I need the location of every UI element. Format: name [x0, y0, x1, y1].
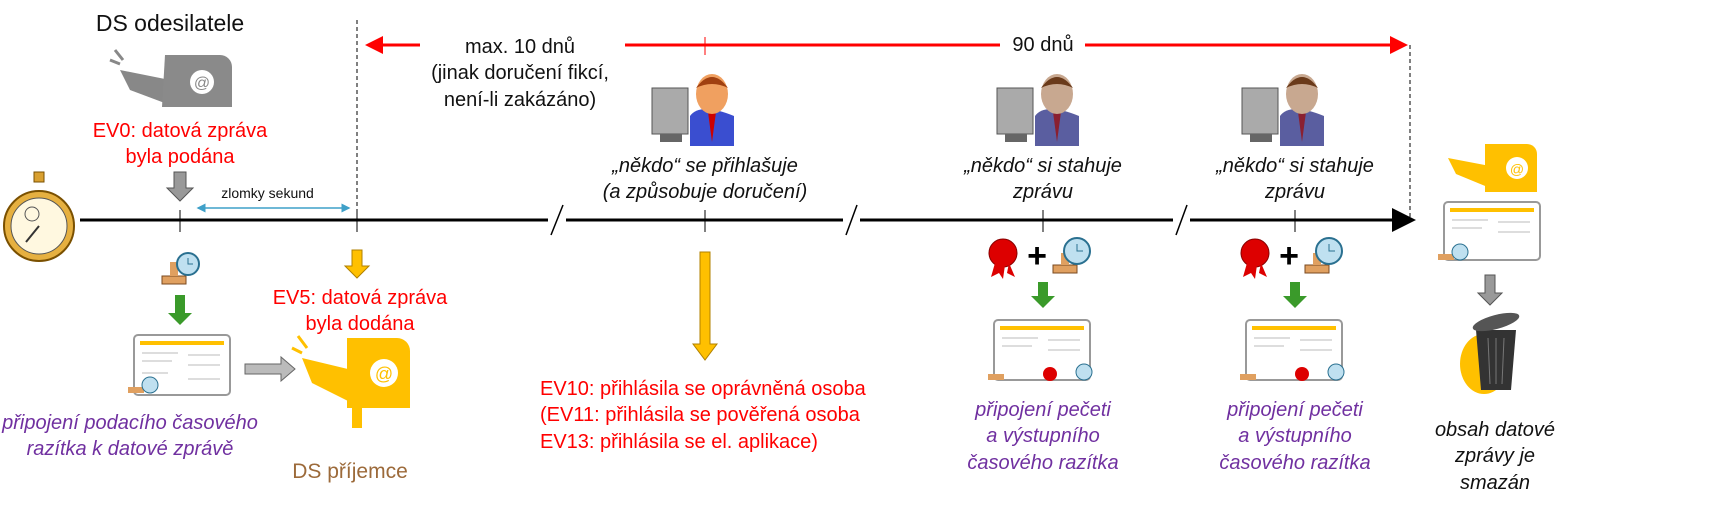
gray-down-arrow-icon [1476, 274, 1504, 306]
period-line: není-li zakázáno) [443, 88, 597, 111]
sender-databox-label: DS odesilatele [95, 10, 245, 36]
seal-timestamp-caption: připojení pečeti a výstupního časového r… [1205, 397, 1385, 476]
caption-line: časového razítka [1219, 451, 1371, 474]
trash-can-icon [1460, 312, 1520, 394]
caption-line: smazán [1459, 471, 1531, 494]
caption-line: obsah datové [1434, 419, 1556, 441]
caption-line: (a způsobuje doručení) [602, 181, 808, 204]
ev0-line: byla podána [125, 146, 235, 169]
caption-line: zprávu [1264, 181, 1326, 204]
time-axis [80, 204, 1416, 236]
deletion-caption: obsah datové zprávy je smazán [1425, 417, 1565, 496]
stopwatch-icon [3, 171, 75, 262]
caption-line: zprávu [1012, 181, 1074, 204]
gray-down-arrow-icon [165, 171, 195, 202]
period-line: (jinak doručení fikcí, [431, 62, 609, 85]
ev5-line: byla dodána [305, 313, 415, 336]
ev0-event-label: EV0: datová zpráva byla podána [80, 118, 280, 171]
caption-line: časového razítka [967, 451, 1119, 474]
recipient-mailbox-icon: @ [291, 335, 410, 428]
caption-line: a výstupního [986, 425, 1100, 448]
period-line: max. 10 dnů [464, 36, 576, 58]
caption-line: zprávy je [1454, 445, 1536, 468]
login-events-list: EV10: přihlásila se oprávněná osoba (EV1… [540, 376, 866, 455]
user-at-computer-icon [651, 74, 734, 146]
caption-line: „někdo“ si stahuje [1216, 155, 1374, 177]
green-down-arrow-icon [1031, 282, 1055, 308]
svg-text:@: @ [1510, 161, 1524, 177]
caption-line: a výstupního [1238, 425, 1352, 448]
event-line: EV13: přihlásila se el. aplikace) [540, 430, 818, 453]
sealed-document-icon [988, 319, 1093, 381]
long-yellow-down-arrow-icon [692, 251, 718, 361]
message-document-icon [128, 334, 231, 396]
green-down-arrow-icon [168, 295, 192, 325]
message-document-icon [1438, 201, 1541, 261]
recipient-databox-label: DS příjemce [292, 460, 408, 483]
seal-plus-timestamp-icon: + [1240, 237, 1343, 279]
sealed-document-icon [1240, 319, 1345, 381]
event-line: EV10: přihlásila se oprávněná osoba [540, 378, 866, 400]
caption-line: připojení podacího časového [2, 412, 258, 434]
svg-text:+: + [1027, 237, 1047, 275]
caption-line: razítka k datové zprávě [26, 438, 234, 461]
svg-text:+: + [1279, 237, 1299, 275]
ev5-event-label: EV5: datová zpráva byla dodána [260, 285, 460, 338]
gray-right-arrow-icon [244, 355, 296, 383]
svg-text:@: @ [375, 364, 393, 384]
user-at-computer-icon [1241, 74, 1324, 146]
caption-line: připojení pečeti [1227, 399, 1363, 421]
download-caption: „někdo“ si stahuje zprávu [933, 153, 1153, 206]
login-caption: „někdo“ se přihlašuje (a způsobuje doruč… [575, 153, 835, 206]
svg-text:@: @ [194, 75, 210, 92]
user-at-computer-icon [996, 74, 1079, 146]
duration-label: zlomky sekund [221, 185, 314, 201]
download-caption: „někdo“ si stahuje zprávu [1185, 153, 1405, 206]
sender-mailbox-icon: @ [109, 49, 232, 107]
seal-timestamp-caption: připojení pečeti a výstupního časového r… [953, 397, 1133, 476]
max-days-label: max. 10 dnů (jinak doručení fikcí, není-… [410, 34, 630, 113]
ev0-line: EV0: datová zpráva [92, 120, 268, 142]
caption-line: připojení pečeti [975, 399, 1111, 421]
caption-line: „někdo“ se přihlašuje [612, 155, 798, 177]
ninety-days-label: 90 dnů [1003, 32, 1083, 59]
yellow-down-arrow-icon [343, 249, 371, 279]
recipient-mailbox-icon: @ [1448, 144, 1537, 192]
ev5-line: EV5: datová zpráva [272, 287, 448, 309]
timestamp-icon [161, 252, 200, 285]
event-line: (EV11: přihlásila se pověřená osoba [540, 404, 860, 427]
seal-plus-timestamp-icon: + [988, 237, 1091, 279]
green-down-arrow-icon [1283, 282, 1307, 308]
period-arrows [365, 36, 1408, 55]
caption-line: „někdo“ si stahuje [964, 155, 1122, 177]
submission-timestamp-caption: připojení podacího časového razítka k da… [0, 410, 260, 463]
